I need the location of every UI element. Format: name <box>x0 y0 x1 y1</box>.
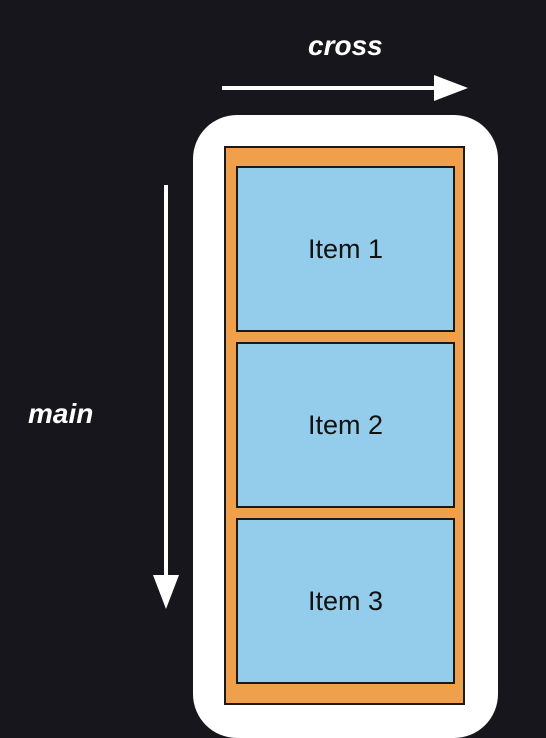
flex-container: Item 1 Item 2 Item 3 <box>224 146 465 705</box>
main-axis-label: main <box>28 398 94 429</box>
cross-axis-label: cross <box>308 30 383 61</box>
flex-item-2: Item 2 <box>236 342 455 508</box>
flex-item-1: Item 1 <box>236 166 455 332</box>
flex-item-3: Item 3 <box>236 518 455 684</box>
